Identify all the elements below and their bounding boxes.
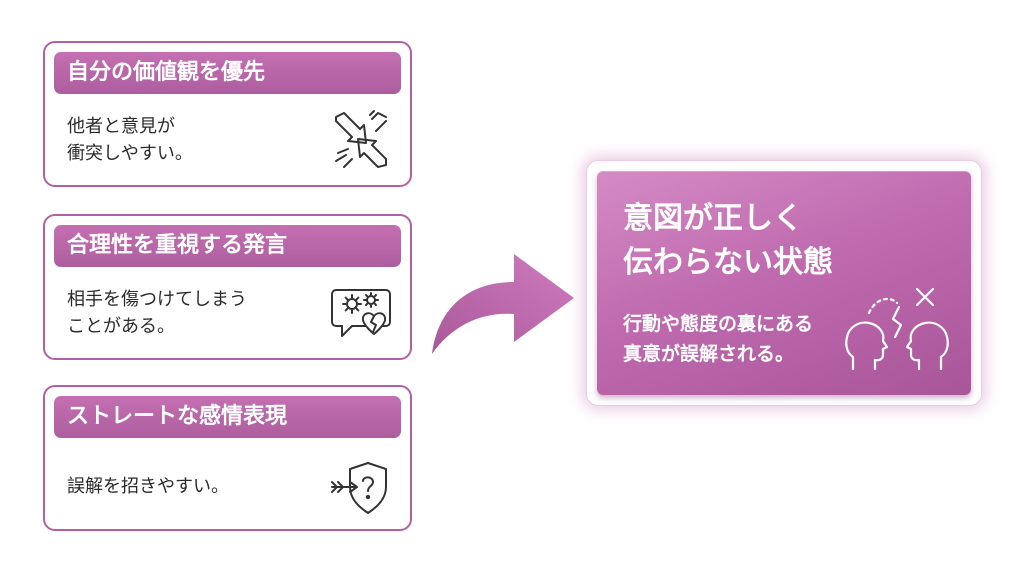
result-description-line-2: 真意が誤解される。: [623, 343, 795, 365]
cause-card-2-title: 合理性を重視する発言: [54, 225, 401, 267]
cause-card-3: ストレートな感情表現 誤解を招きやすい。: [43, 385, 412, 531]
cause-card-2-text: 相手を傷つけてしまう ことがある。: [67, 286, 247, 340]
result-title-line-1: 意図が正しく: [623, 201, 803, 236]
cause-card-3-line-1: 誤解を招きやすい。: [67, 476, 229, 497]
result-description-line-1: 行動や態度の裏にある: [623, 313, 814, 335]
cause-card-3-title: ストレートな感情表現: [54, 396, 401, 438]
arrow-shield-question-icon: [330, 457, 392, 519]
cause-card-2: 合理性を重視する発言 相手を傷つけてしまう ことがある。: [43, 214, 412, 360]
result-panel: 意図が正しく 伝わらない状態 行動や態度の裏にある 真意が誤解される。: [597, 171, 971, 395]
cause-card-1-line-1: 他者と意見が: [67, 116, 175, 137]
two-heads-miscommunication-icon: [841, 283, 953, 373]
result-card: 意図が正しく 伝わらない状態 行動や態度の裏にある 真意が誤解される。: [586, 160, 982, 406]
clashing-arrows-icon: [330, 109, 392, 171]
gears-broken-heart-icon: [330, 284, 392, 346]
cause-card-1-line-2: 衝突しやすい。: [67, 143, 193, 164]
result-title-line-2: 伝わらない状態: [623, 245, 833, 280]
result-title: 意図が正しく 伝わらない状態: [623, 197, 833, 285]
cause-card-2-line-2: ことがある。: [67, 316, 175, 337]
cause-card-3-text: 誤解を招きやすい。: [67, 473, 229, 500]
cause-card-2-line-1: 相手を傷つけてしまう: [67, 289, 247, 310]
curved-arrow-icon: [428, 238, 578, 358]
cause-card-1: 自分の価値観を優先 他者と意見が 衝突しやすい。: [43, 41, 412, 187]
cause-card-1-text: 他者と意見が 衝突しやすい。: [67, 113, 193, 167]
cause-card-1-title: 自分の価値観を優先: [54, 52, 401, 94]
result-description: 行動や態度の裏にある 真意が誤解される。: [623, 309, 813, 369]
